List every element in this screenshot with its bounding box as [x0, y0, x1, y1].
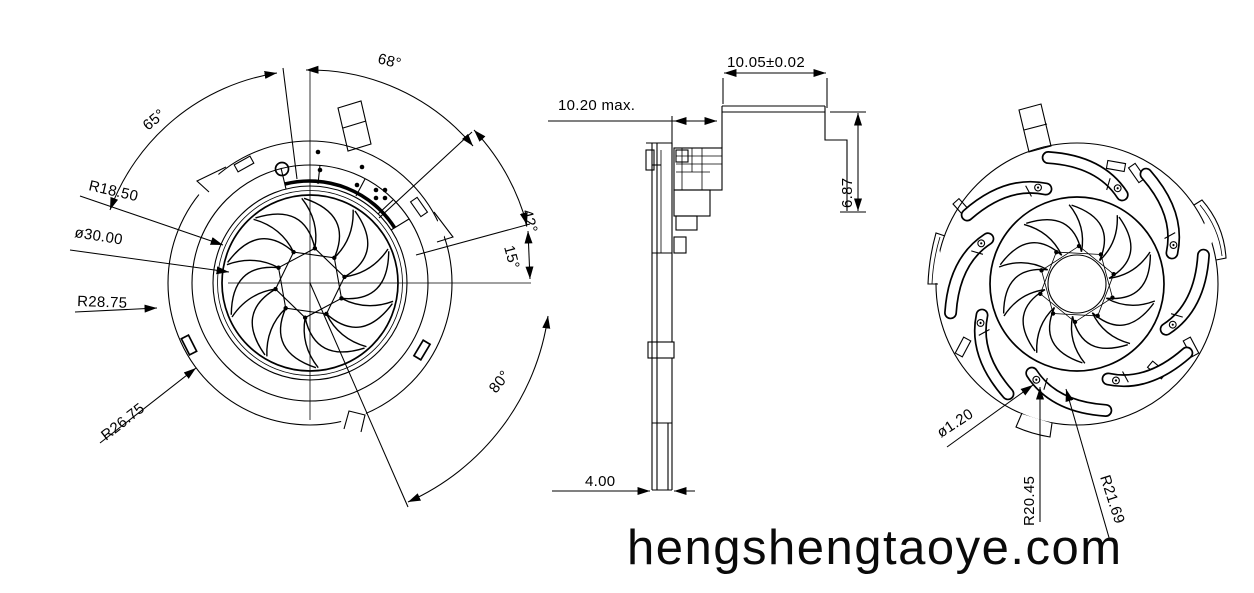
- dim-hole-diameter: ø1.20: [934, 405, 977, 441]
- front-band: [274, 149, 410, 231]
- back-view: ø1.20 R20.45 R21.69: [922, 103, 1227, 542]
- watermark-text: hengshengtaoye.com: [627, 521, 1123, 575]
- back-rim-step-left: [922, 232, 946, 285]
- dim-radius-r2875: R28.75: [77, 293, 128, 312]
- section-housing: [673, 147, 723, 231]
- front-view: 68° 65° R18.50 ø30.00 R28.75 R26.75 42° …: [69, 50, 551, 508]
- back-iris: [977, 186, 1177, 382]
- dim-base-width: 4.00: [585, 473, 615, 490]
- dim-depth-max: 10.20 max.: [558, 97, 635, 114]
- front-iris: [203, 178, 417, 388]
- dim-radius-r2675: R26.75: [98, 400, 148, 444]
- rim-step-upper-left: [193, 166, 227, 198]
- back-rim-step-right: [1192, 199, 1227, 261]
- section-lead: [721, 105, 848, 211]
- dim-angle-80: 80°: [486, 367, 514, 396]
- back-guide-slots: [950, 157, 1203, 410]
- dim-slot-radius-outer: R21.69: [1096, 473, 1128, 526]
- dim-diameter-3000: ø30.00: [73, 224, 124, 248]
- front-top-tab: [337, 100, 372, 152]
- back-rim-step-bottom: [1011, 412, 1057, 438]
- dim-lead-drop: 6.87: [839, 178, 856, 208]
- rim-step-right: [431, 206, 455, 243]
- dim-angle-68: 68°: [376, 50, 403, 72]
- rim-notch-bottom: [338, 404, 370, 434]
- dim-slot-radius-inner: R20.45: [1021, 476, 1038, 526]
- dim-angle-42: 42°: [518, 208, 541, 235]
- dim-lead-length: 10.05±0.02: [727, 54, 805, 71]
- section-view: 10.20 max. 10.05±0.02 6.87 4.00: [548, 54, 866, 496]
- dim-angle-15: 15°: [500, 244, 523, 271]
- back-top-tab: [1018, 103, 1052, 153]
- dim-angle-65: 65°: [140, 106, 169, 134]
